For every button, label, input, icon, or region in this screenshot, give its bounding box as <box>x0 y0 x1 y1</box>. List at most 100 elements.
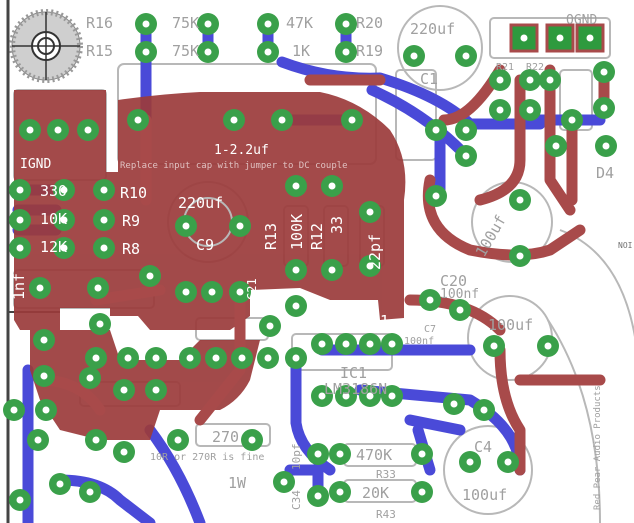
drill-hole <box>208 288 216 296</box>
label-330: 330 <box>40 182 67 200</box>
label-c7: C7 <box>424 324 436 335</box>
drill-hole <box>40 336 48 344</box>
drill-hole <box>432 126 440 134</box>
drill-hole <box>182 288 190 296</box>
drill-hole <box>342 392 350 400</box>
drill-hole <box>418 450 426 458</box>
drill-hole <box>552 142 560 150</box>
label-note-cap: Replace input cap with jumper to DC coup… <box>120 161 348 171</box>
drill-hole <box>456 306 464 314</box>
label-r8: R8 <box>122 240 140 258</box>
drill-hole <box>366 392 374 400</box>
drill-hole <box>264 20 272 28</box>
drill-hole <box>418 488 426 496</box>
drill-hole <box>54 126 62 134</box>
drill-hole <box>16 216 24 224</box>
drill-hole <box>462 52 470 60</box>
drill-hole <box>42 406 50 414</box>
label-75k-b: 75K <box>172 42 199 60</box>
drill-hole <box>120 448 128 456</box>
drill-hole <box>86 488 94 496</box>
label-c1: C1 <box>420 70 438 88</box>
drill-hole <box>204 48 212 56</box>
label-c21: C21 <box>245 278 259 300</box>
drill-hole <box>336 488 344 496</box>
label-c20: C20 <box>440 272 467 290</box>
drill-hole <box>426 296 434 304</box>
drill-hole <box>16 186 24 194</box>
drill-hole <box>314 450 322 458</box>
label-10pf: 10pf <box>290 444 303 471</box>
drill-hole <box>496 76 504 84</box>
drill-hole <box>26 126 34 134</box>
drill-hole <box>278 116 286 124</box>
drill-hole <box>432 192 440 200</box>
drill-hole <box>504 458 512 466</box>
label-c9: C9 <box>196 236 214 254</box>
drill-hole <box>366 262 374 270</box>
drill-hole <box>264 354 272 362</box>
label-75k-a: 75K <box>172 14 199 32</box>
label-1-2uf: 1-2.2uf <box>214 143 269 158</box>
drill-hole <box>568 116 576 124</box>
drill-hole <box>466 458 474 466</box>
drill-hole <box>516 196 524 204</box>
label-r13: R13 <box>262 223 280 250</box>
drill-hole <box>600 68 608 76</box>
drill-hole <box>516 252 524 260</box>
drill-hole <box>120 386 128 394</box>
drill-hole <box>238 354 246 362</box>
drill-hole <box>410 52 418 60</box>
label-47k: 47K <box>286 14 313 32</box>
drill-hole <box>142 20 150 28</box>
drill-hole <box>586 34 594 42</box>
drill-hole <box>388 340 396 348</box>
drill-hole <box>342 48 350 56</box>
drill-hole <box>366 340 374 348</box>
drill-hole <box>292 302 300 310</box>
label-1k: 1K <box>292 42 310 60</box>
drill-hole <box>96 320 104 328</box>
drill-hole <box>186 354 194 362</box>
drill-hole <box>462 152 470 160</box>
drill-hole <box>546 76 554 84</box>
drill-hole <box>94 284 102 292</box>
drill-hole <box>236 288 244 296</box>
label-10k: 10K <box>40 210 67 228</box>
label-20k: 20K <box>362 484 389 502</box>
drill-hole <box>490 342 498 350</box>
label-noise: NOI <box>618 241 633 250</box>
drill-hole <box>248 436 256 444</box>
drill-hole <box>182 222 190 230</box>
label-33: 33 <box>328 216 346 234</box>
drill-hole <box>204 20 212 28</box>
label-maker: Red Pear Audio Products <box>593 385 603 510</box>
drill-hole <box>328 266 336 274</box>
label-1nf: 1nf <box>10 273 28 300</box>
drill-hole <box>60 244 68 252</box>
label-470k: 470K <box>356 446 392 464</box>
drill-hole <box>152 386 160 394</box>
drill-hole <box>84 126 92 134</box>
drill-hole <box>496 106 504 114</box>
label-ic-part: LM3186N <box>324 380 387 398</box>
drill-hole <box>556 34 564 42</box>
drill-hole <box>142 48 150 56</box>
label-r20: R20 <box>356 14 383 32</box>
drill-hole <box>336 450 344 458</box>
drill-hole <box>328 182 336 190</box>
drill-hole <box>236 222 244 230</box>
drill-hole <box>56 480 64 488</box>
drill-hole <box>292 182 300 190</box>
drill-hole <box>212 354 220 362</box>
drill-hole <box>348 116 356 124</box>
drill-hole <box>174 436 182 444</box>
drill-hole <box>230 116 238 124</box>
drill-hole <box>280 478 288 486</box>
drill-hole <box>526 76 534 84</box>
drill-hole <box>16 496 24 504</box>
drill-hole <box>134 116 142 124</box>
label-r12: R12 <box>308 223 326 250</box>
drill-hole <box>100 186 108 194</box>
